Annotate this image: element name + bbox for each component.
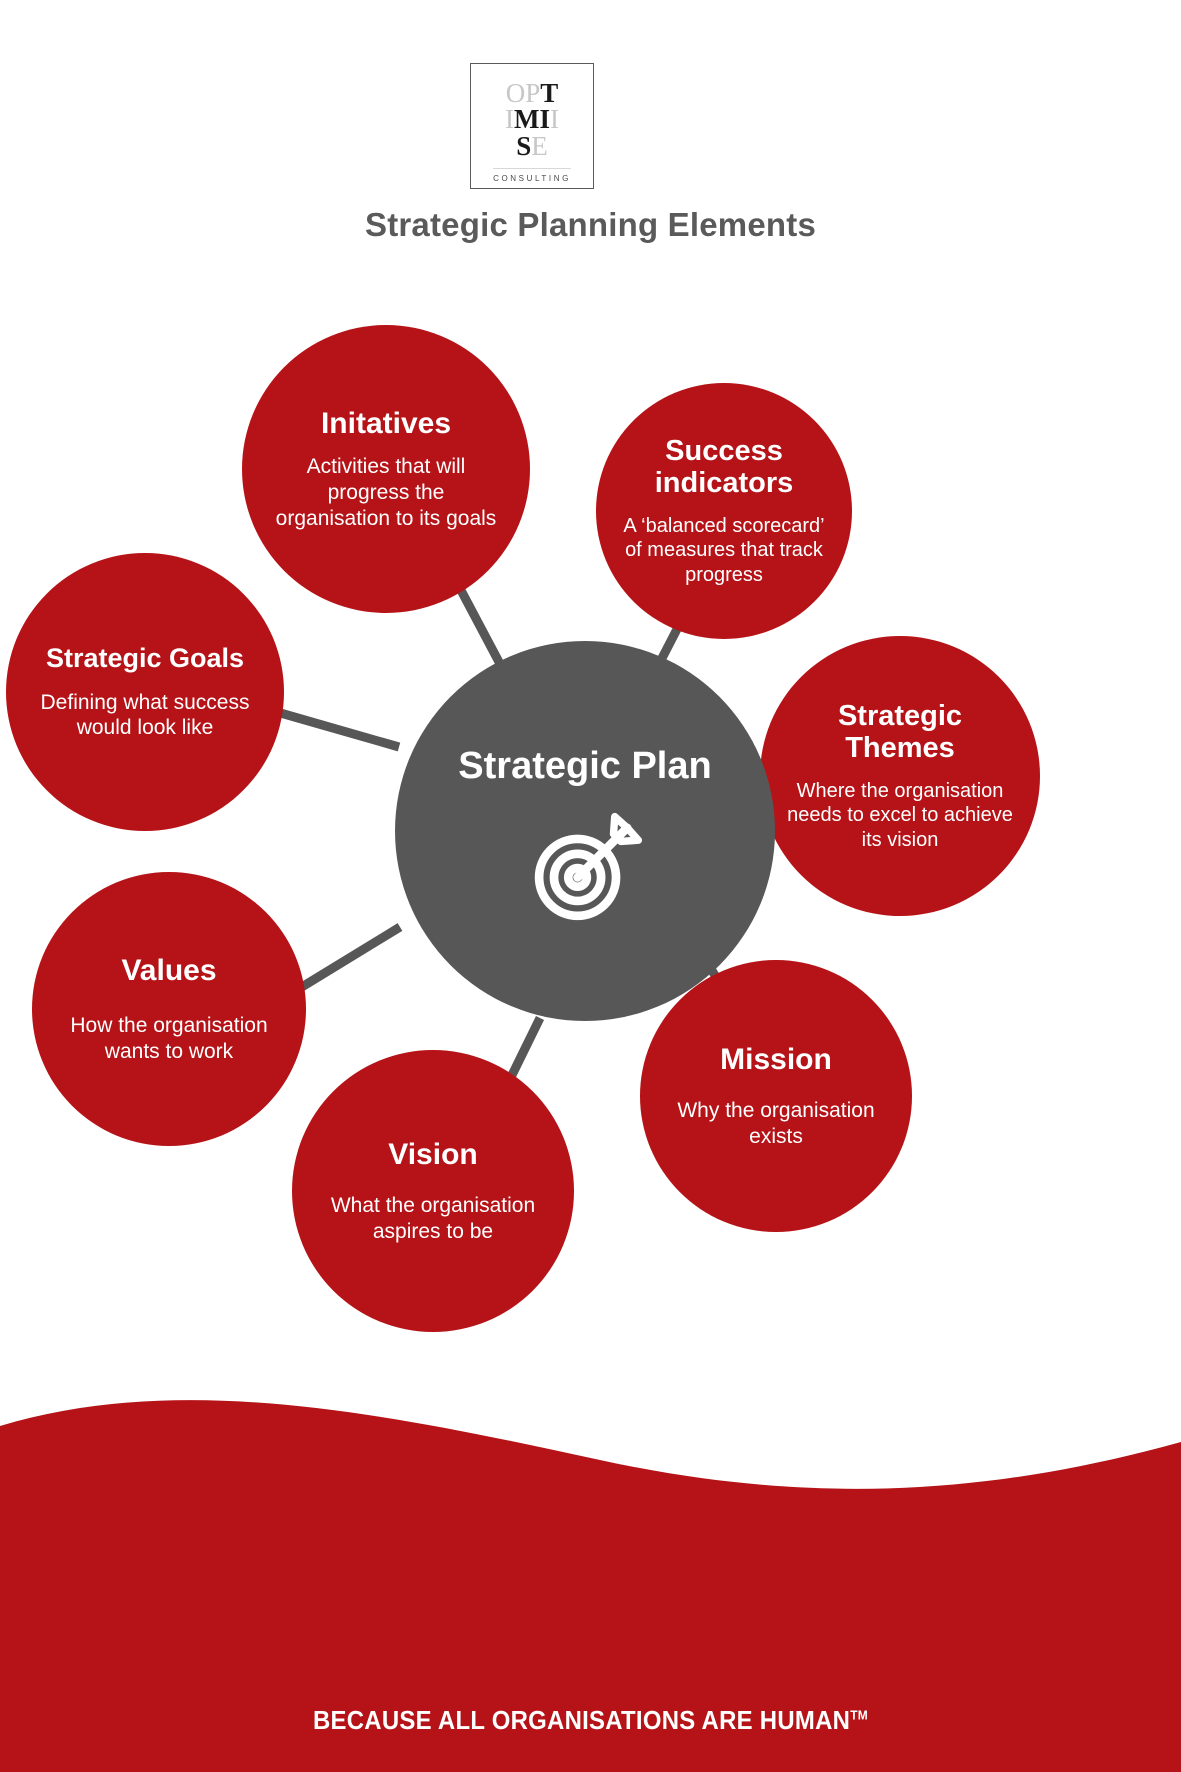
- node-strategic-themes-title: Strategic Themes: [837, 699, 963, 765]
- connector-values: [289, 923, 403, 997]
- logo-text-s: S: [516, 130, 532, 161]
- node-vision[interactable]: Vision What the organisation aspires to …: [292, 1050, 574, 1332]
- node-strategic-goals[interactable]: Strategic Goals Defining what success wo…: [6, 553, 284, 831]
- node-mission[interactable]: Mission Why the organisation exists: [640, 960, 912, 1232]
- brand-logo: OPT IMII SE CONSULTING: [470, 63, 594, 189]
- trademark-symbol: TM: [850, 1707, 869, 1723]
- logo-subtitle: CONSULTING: [493, 174, 571, 183]
- node-success-indicators-desc: A ‘balanced scorecard’ of measures that …: [623, 514, 825, 586]
- node-vision-title: Vision: [388, 1137, 478, 1171]
- footer-tagline: BECAUSE ALL ORGANISATIONS ARE HUMANTM: [47, 1705, 1134, 1736]
- logo-text-e: E: [531, 130, 548, 161]
- footer-tagline-text: BECAUSE ALL ORGANISATIONS ARE HUMAN: [312, 1705, 851, 1735]
- page-title: Strategic Planning Elements: [364, 206, 816, 243]
- node-success-indicators-title: Success indicators: [654, 434, 794, 500]
- node-strategic-goals-title: Strategic Goals: [45, 643, 245, 674]
- footer-banner: BECAUSE ALL ORGANISATIONS ARE HUMANTM: [0, 1382, 1181, 1772]
- node-strategic-plan-center[interactable]: Strategic Plan: [395, 641, 775, 1021]
- node-mission-title: Mission: [720, 1042, 832, 1076]
- node-values-desc: How the organisation wants to work: [70, 1014, 268, 1063]
- logo-row-3: SE: [471, 130, 593, 161]
- logo-text-t: T: [540, 78, 559, 108]
- target-arrow-icon: [534, 812, 643, 920]
- node-strategic-themes-desc: Where the organisation needs to excel to…: [787, 779, 1013, 851]
- logo-row-1: OPT: [471, 78, 593, 108]
- node-strategic-themes[interactable]: Strategic Themes Where the organisation …: [760, 636, 1040, 916]
- node-initiatives-desc: Activities that will progress the organi…: [275, 455, 497, 530]
- node-strategic-goals-desc: Defining what success would look like: [40, 690, 250, 740]
- footer-wave-shape: [0, 1400, 1181, 1772]
- logo-text-i2: I: [550, 104, 559, 135]
- connector-goals: [268, 705, 401, 752]
- node-initiatives-title: Initatives: [320, 406, 452, 440]
- node-success-indicators[interactable]: Success indicators A ‘balanced scorecard…: [596, 383, 852, 639]
- node-initiatives[interactable]: Initatives Activities that will progress…: [242, 325, 530, 613]
- logo-row-2: IMII: [471, 104, 593, 135]
- center-title: Strategic Plan: [458, 745, 712, 788]
- logo-text-i: I: [505, 104, 514, 135]
- logo-text-mi: MI: [514, 104, 550, 135]
- node-vision-desc: What the organisation aspires to be: [330, 1194, 536, 1243]
- logo-divider: [493, 168, 571, 169]
- node-values[interactable]: Values How the organisation wants to wor…: [32, 872, 306, 1146]
- node-values-title: Values: [121, 953, 217, 987]
- node-mission-desc: Why the organisation exists: [677, 1099, 875, 1148]
- logo-wordmark: OPT IMII SE: [471, 78, 593, 161]
- logo-text-op: OP: [505, 78, 541, 108]
